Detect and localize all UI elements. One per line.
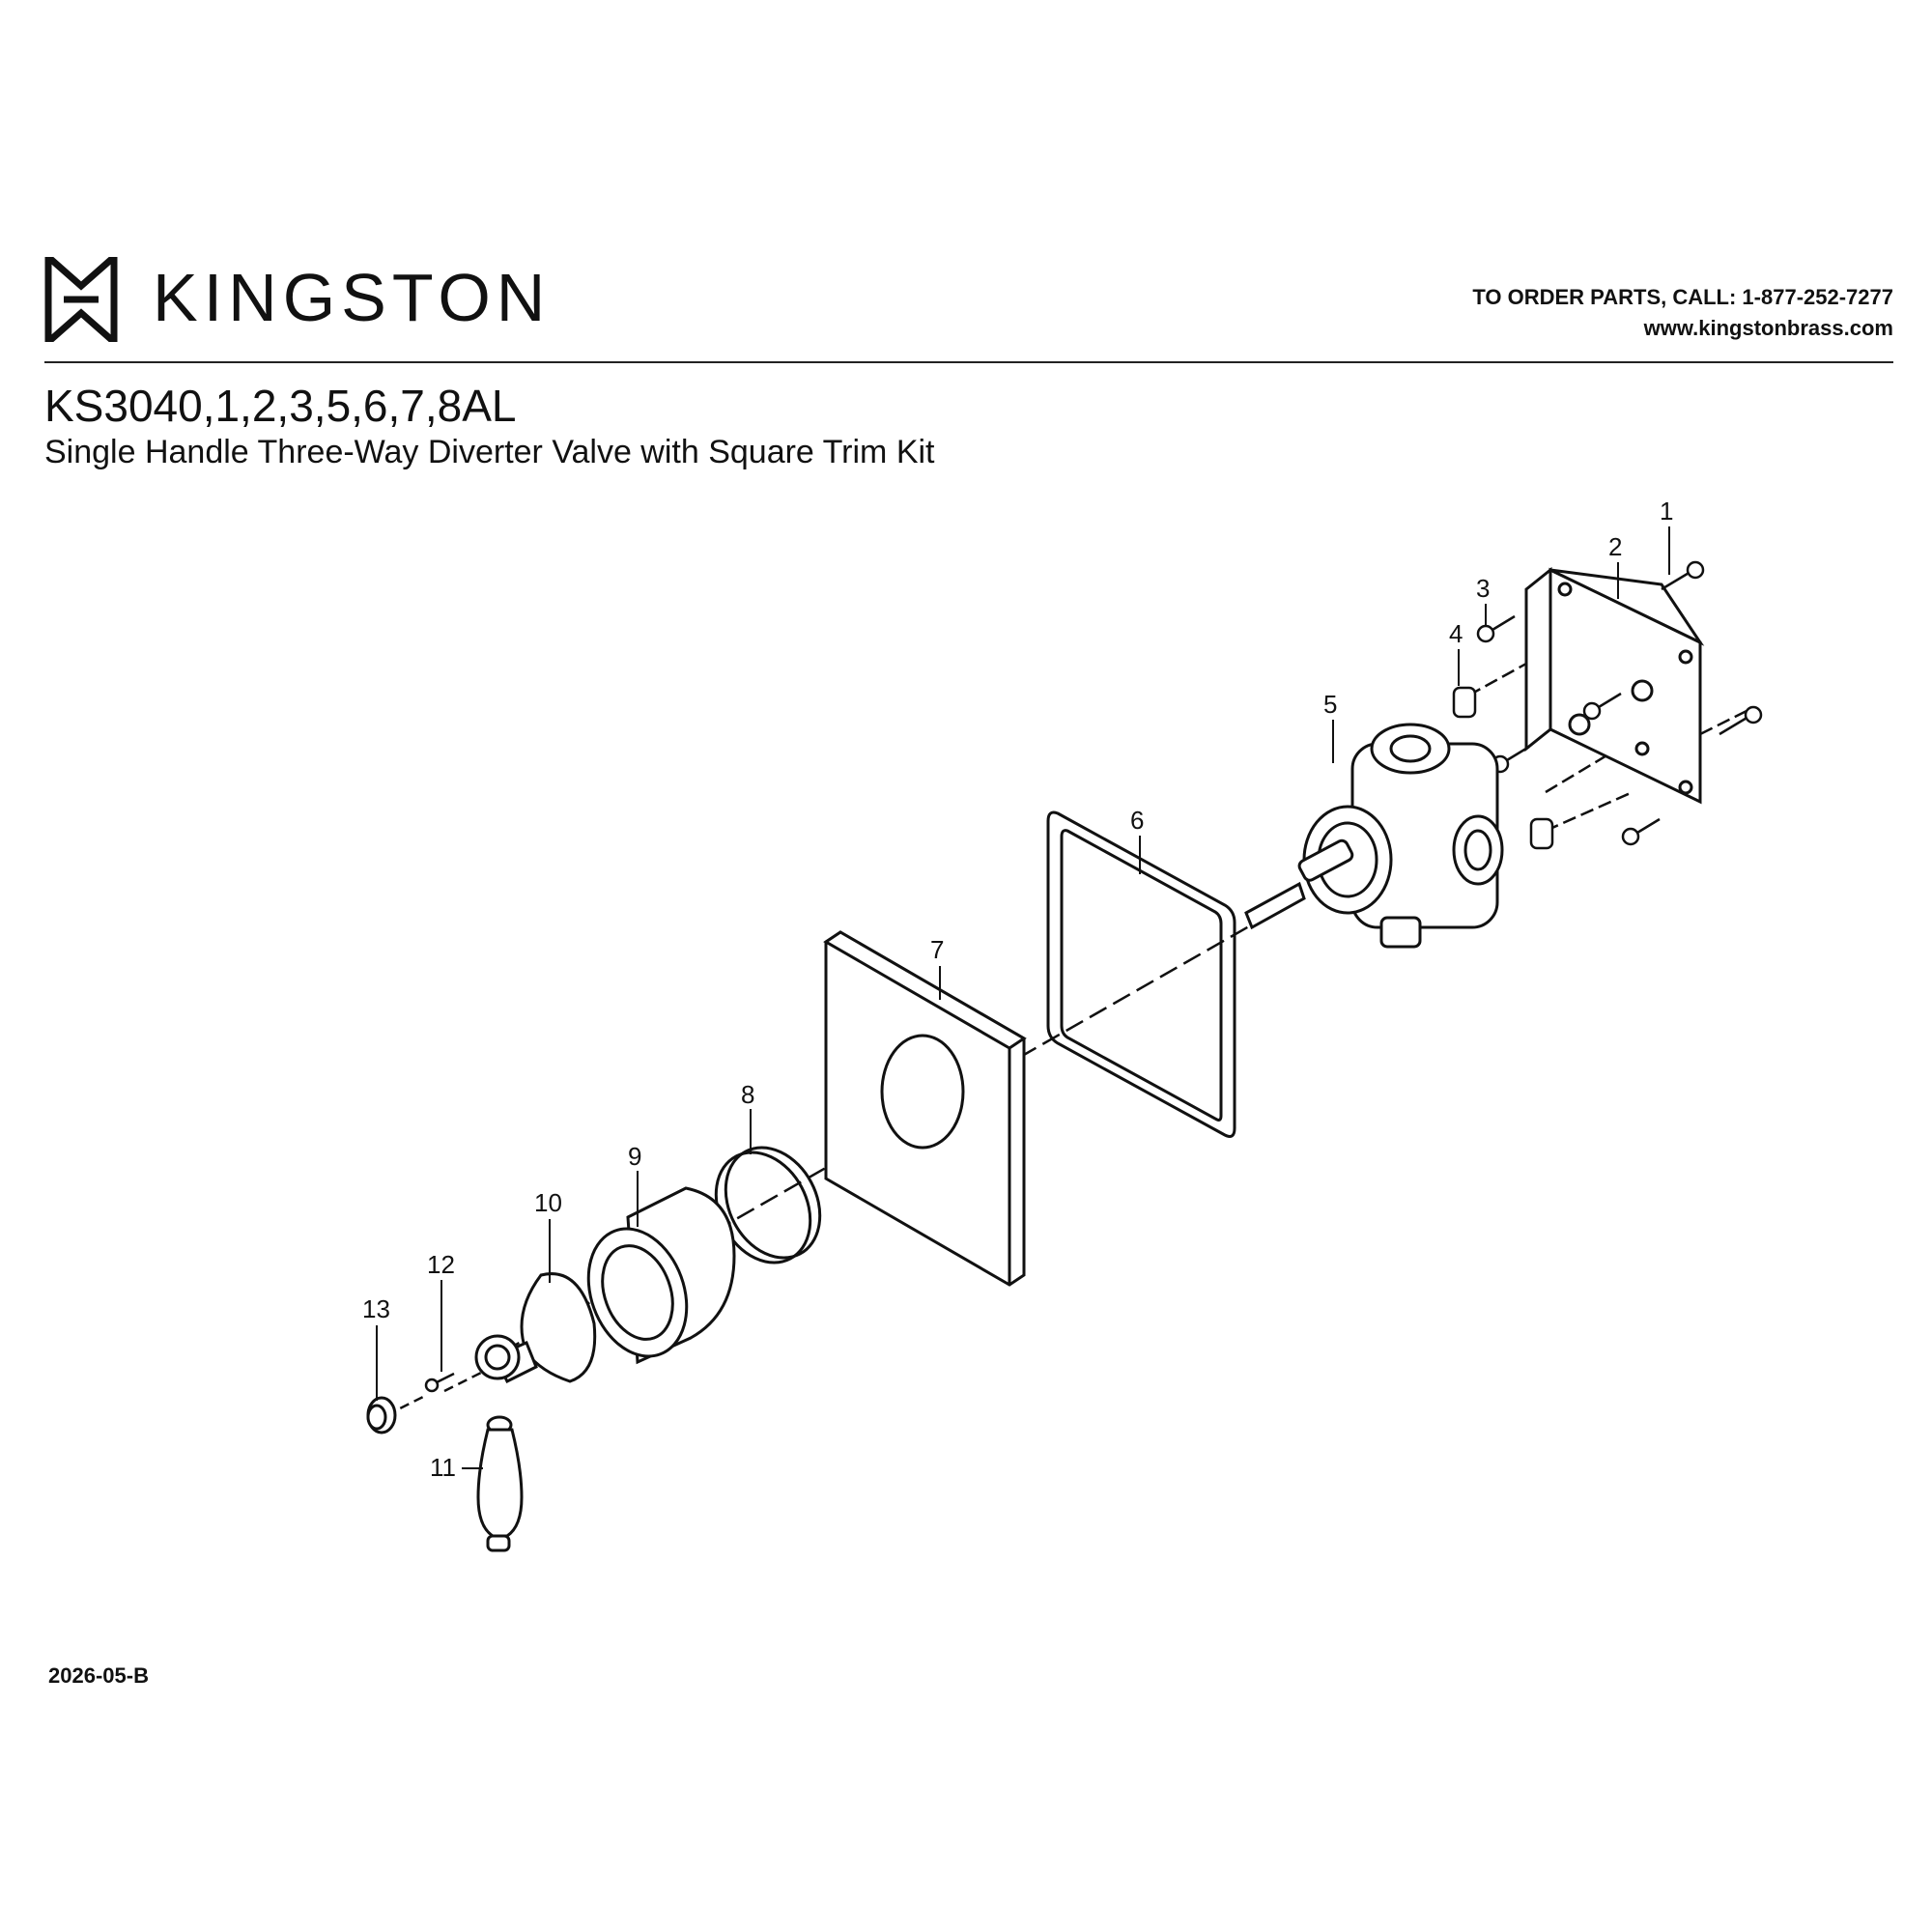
part-7-trim-plate: [823, 930, 1027, 1287]
model-number: KS3040,1,2,3,5,6,7,8AL: [44, 381, 517, 431]
product-title: Single Handle Three-Way Diverter Valve w…: [44, 434, 935, 470]
order-phone: TO ORDER PARTS, CALL: 1-877-252-7277: [1472, 285, 1893, 309]
callout-8: 8: [741, 1080, 754, 1109]
callout-12: 12: [427, 1250, 455, 1279]
part-5-valve-body: [1244, 723, 1504, 949]
callout-1: 1: [1660, 497, 1673, 526]
callout-13: 13: [362, 1294, 390, 1323]
part-1-screw: [1661, 560, 1763, 736]
callout-6: 6: [1130, 806, 1144, 835]
part-13-button-cap: [366, 1396, 397, 1435]
part-4-spacer: [1452, 686, 1554, 850]
header-divider: [44, 361, 1893, 363]
part-10-handle-base: [474, 1272, 597, 1384]
part-12-set-screw: [424, 1372, 455, 1393]
callout-2: 2: [1608, 532, 1622, 561]
callout-9: 9: [628, 1142, 641, 1171]
callout-11: 11: [430, 1453, 456, 1482]
part-11-lever-handle: [476, 1415, 524, 1552]
part-6-gasket: [1046, 810, 1236, 1138]
callout-7: 7: [930, 935, 944, 964]
callout-5: 5: [1323, 690, 1337, 719]
callout-3: 3: [1476, 574, 1490, 603]
callout-10: 10: [534, 1188, 562, 1217]
website-link[interactable]: www.kingstonbrass.com: [1643, 316, 1893, 340]
brand-name: KINGSTON: [153, 260, 552, 335]
document-code: 2026-05-B: [48, 1663, 149, 1688]
part-2-mounting-bracket: [1524, 566, 1705, 805]
kingston-logo-icon: [44, 257, 118, 342]
callout-4: 4: [1449, 619, 1463, 648]
part-9-sleeve: [586, 1186, 736, 1365]
part-3-screw: [1476, 614, 1661, 846]
contact-info: TO ORDER PARTS, CALL: 1-877-252-7277 www…: [1472, 282, 1893, 344]
